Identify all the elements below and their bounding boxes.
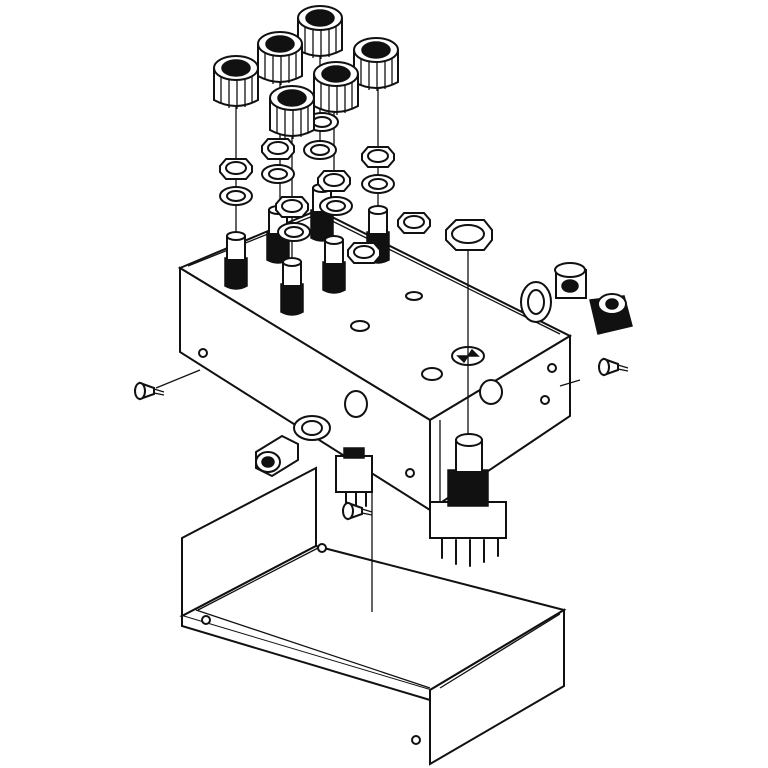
control-knobs (213, 5, 399, 140)
dc-jack (520, 262, 587, 323)
footswitch-nut (445, 219, 493, 251)
toggle-switch (335, 447, 373, 509)
led-bezel (255, 434, 299, 478)
audio-jack (589, 293, 633, 335)
footswitch (429, 433, 507, 567)
audio-jack-washer (293, 415, 331, 441)
enclosure-bottom-tray (179, 466, 567, 766)
